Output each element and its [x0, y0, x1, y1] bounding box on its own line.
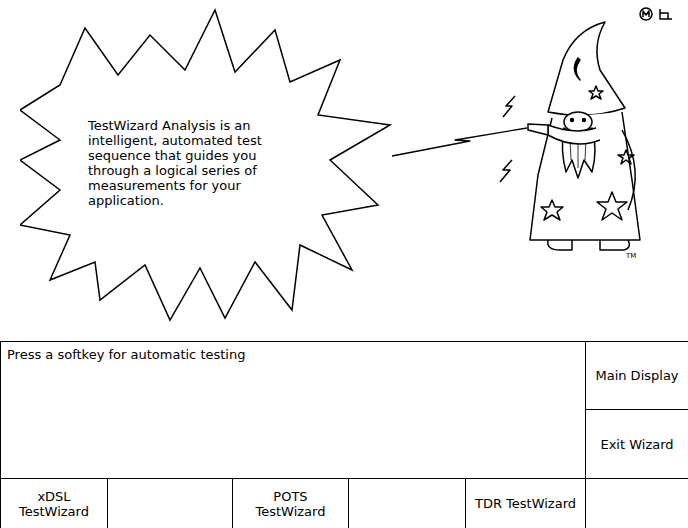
softkey-label: xDSL TestWizard	[5, 489, 103, 519]
blank-softkey	[348, 478, 466, 528]
softkey: POTS TestWizard	[232, 478, 349, 528]
blank-softkey	[585, 478, 688, 528]
message-panel: Press a softkey for automatic testing	[0, 341, 586, 479]
status-message: Press a softkey for automatic testing	[7, 347, 579, 362]
softkey-label: POTS TestWizard	[237, 489, 344, 519]
bubble-text: TestWizard Analysis is an intelligent, a…	[88, 118, 306, 208]
softkey-label: Exit Wizard	[600, 437, 673, 452]
softkey: Exit Wizard	[585, 409, 688, 479]
softkey: Main Display	[585, 341, 688, 410]
speech-bubble: TestWizard Analysis is an intelligent, a…	[20, 8, 392, 322]
softkey: TDR TestWizard	[465, 478, 586, 528]
trademark-mark: TM	[626, 252, 636, 260]
blank-softkey	[107, 478, 233, 528]
softkey: xDSL TestWizard	[0, 478, 108, 528]
softkey-label: Main Display	[595, 368, 678, 383]
softkey-label: TDR TestWizard	[475, 496, 576, 511]
